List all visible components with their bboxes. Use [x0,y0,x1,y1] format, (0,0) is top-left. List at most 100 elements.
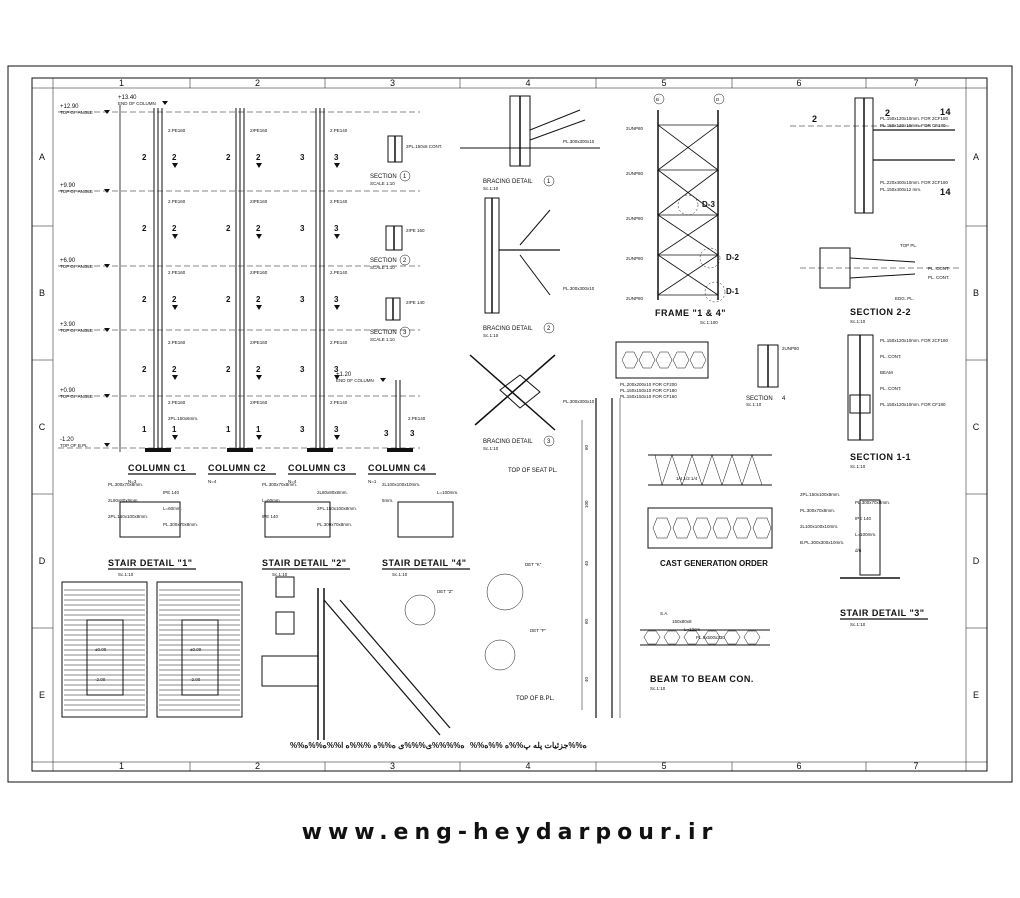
bracing-number-circle [543,322,555,334]
section-mark-left: 2 [142,365,147,374]
stair-note: PL.300x70x8mm. [855,500,890,505]
section-number-circle [399,326,411,338]
section-arrow-icon [256,305,262,310]
grid-row-label-right: A [973,152,979,162]
section-mark-left: 3 [384,429,389,438]
section-mark-right: 2 [256,224,261,233]
level-marker-icon [104,264,110,268]
stair-scale: Sc.1:10 [392,572,408,577]
stair-note: IPE 140 [262,514,279,519]
section-note: 2IPE 160 [406,228,425,233]
section-mark-left: 2 [226,224,231,233]
section-2-2-note: PL. CONT. [928,275,950,280]
grid-row-label-left: D [39,556,46,566]
member-label: 2IPE160 [250,128,268,133]
member-label: 2IPE160 [250,199,268,204]
grid-row-label-right: D [973,556,980,566]
grid-col-label-top: 6 [796,78,801,88]
grid-row-label-right: B [973,288,979,298]
column-title: COLUMN C4 [368,463,426,473]
section-note: 2PL.150x6 CONT. [406,144,442,149]
section-2-2 [800,247,960,289]
section-arrow-icon [334,305,340,310]
member-label: 2.PE140 [330,270,348,275]
section-1-1-note: PL. CONT. [880,386,902,391]
frame-member: 2UNP80 [626,216,644,221]
stair-note: 2L80x80x8mm. [108,498,139,503]
level-value: +13.40 [118,95,137,101]
member-label: 2PL.150x6mm. [168,416,198,421]
section-title: SECTION [746,396,773,402]
member-label: 2.PE140 [330,340,348,345]
grid-ticks [32,78,987,771]
beam-scale: Sc.1:10 [650,686,666,691]
column-elev-bottom: TOP OF B.PL. [516,696,555,702]
beam-note: PL.6x500x230 [696,635,725,640]
section-arrow-icon [172,163,178,168]
section-mark-left: 3 [300,295,305,304]
frame-member: 2UNP80 [626,171,644,176]
stair-note: PL.300x70x8mm. [262,482,297,487]
detail-note: PL.150x400x12 mm. [880,187,921,192]
height-label: ±0.00 [95,647,107,652]
section-mark-right: 2 [256,365,261,374]
section-scale: Sc.1:10 [746,402,762,407]
section-mark-right: 2 [172,153,177,162]
bracing-scale: Sc.1:10 [483,333,499,338]
level-value: -1.20 [60,437,74,443]
column-title: COLUMN C3 [288,463,346,473]
stair-scale: Sc.1:10 [272,572,288,577]
stair-title: STAIR DETAIL "4" [382,558,467,568]
section-number-circle [399,170,411,182]
stair-title: STAIR DETAIL "1" [108,558,193,568]
stair-note: L=60mm. [163,506,182,511]
member-label: 2.PE160 [168,128,186,133]
column-elevations [58,105,420,452]
column-elev-dim: 100 [584,500,589,508]
section-4 [757,344,779,388]
section-2-2-note: PL. CONT. [928,266,950,271]
level-marker-icon [104,443,110,447]
member-label: 2.PE140 [408,416,426,421]
section-number: 1 [403,174,407,180]
level-marker-icon [104,189,110,193]
column-count: N=4 [208,479,217,484]
section-note: 2IPE 140 [406,300,425,305]
level-label: TOP OF ANGLE [60,328,93,333]
level-value: +1.20 [336,372,352,378]
level-label: TOP OF ANGLE [60,110,93,115]
detail-note: PL.220x400x10mm. FOR 2CF180 [880,180,949,185]
section-2-2-title: SECTION 2-2 [850,307,911,317]
cast-ratio: 1/4 1/2 1/4 [676,476,698,481]
level-label: TOP OF ANGLE [60,264,93,269]
section-arrow-icon [334,375,340,380]
detail-note: PL.150x120x10mm. FOR 2CF180 [880,116,949,121]
level-value: +0.90 [60,388,76,394]
castell-note: PL.150x150x10 FOR CF180 [620,388,677,393]
stair-title: STAIR DETAIL "3" [840,608,925,618]
beam-note: L=12cm [684,627,700,632]
grid-col-label-top: 3 [390,78,395,88]
frame-axis: B [656,97,659,102]
grid-col-label-bottom: 7 [913,761,918,771]
detail-label: DET "Z" [437,589,454,594]
level-marker-icon [104,110,110,114]
member-label: 2.PE160 [168,270,186,275]
section-sketches [385,135,403,321]
grid-row-label-right: E [973,690,979,700]
section-2-2-note: EDG. PL. [895,296,914,301]
level-marker-icon [162,101,168,105]
section-mark-right: 1 [172,425,177,434]
frame-member: 2UNP80 [626,296,644,301]
grid-row-label-left: E [39,690,45,700]
level-value: +9.90 [60,183,76,189]
stair-note: PL.300x70x8mm. [163,522,198,527]
frame-scale: Sc.1:100 [700,320,718,325]
bracing-note: PL.300x300x10 [563,286,595,291]
section-1-1-scale: Sc.1:10 [850,464,866,469]
member-label: 2.PE160 [168,199,186,204]
section-mark-right: 3 [334,153,339,162]
stair-scale: Sc.1:10 [118,572,134,577]
